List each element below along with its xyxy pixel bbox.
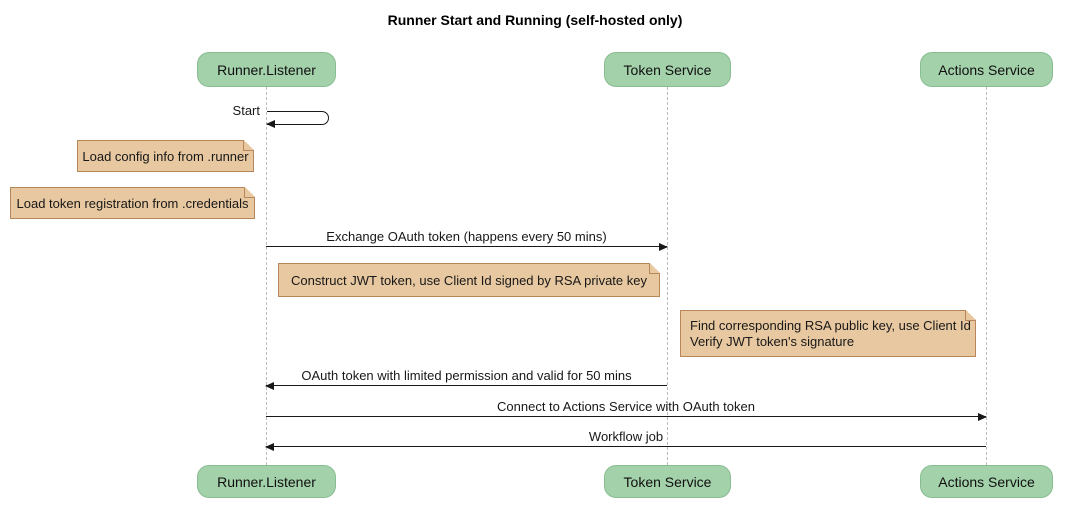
- message-exchange-oauth-token: Exchange OAuth token (happens every 50 m…: [266, 229, 668, 251]
- note-text-line2: Verify JWT token's signature: [690, 333, 855, 349]
- participant-bottom-actions-service: Actions Service: [920, 465, 1053, 498]
- note-text: Load config info from .runner: [82, 148, 249, 164]
- note-fold-corner-icon: [243, 140, 254, 151]
- arrowhead-left-icon: [265, 443, 274, 451]
- participant-label: Actions Service: [938, 473, 1035, 490]
- lifeline-token-service: [667, 87, 668, 465]
- lifeline-actions-service: [986, 87, 987, 465]
- note-fold-corner-icon: [244, 187, 255, 198]
- participant-bottom-runner-listener: Runner.Listener: [197, 465, 336, 498]
- message-label: Exchange OAuth token (happens every 50 m…: [326, 229, 607, 244]
- message-label: Connect to Actions Service with OAuth to…: [497, 399, 755, 414]
- note-text: Construct JWT token, use Client Id signe…: [291, 272, 647, 288]
- message-line: [266, 446, 986, 447]
- message-line: [266, 385, 667, 386]
- arrowhead-right-icon: [659, 243, 668, 251]
- message-connect-actions-service: Connect to Actions Service with OAuth to…: [266, 399, 987, 421]
- participant-top-token-service: Token Service: [604, 52, 731, 87]
- note-text-line1: Find corresponding RSA public key, use C…: [690, 317, 971, 333]
- lifeline-runner-listener: [266, 87, 267, 465]
- note-fold-corner-icon: [649, 263, 660, 274]
- message-label: OAuth token with limited permission and …: [301, 368, 632, 383]
- diagram-title: Runner Start and Running (self-hosted on…: [387, 12, 683, 28]
- participant-label: Runner.Listener: [217, 61, 316, 78]
- arrowhead-left-icon: [265, 382, 274, 390]
- note-load-token-registration: Load token registration from .credential…: [10, 187, 255, 219]
- participant-top-runner-listener: Runner.Listener: [197, 52, 336, 87]
- participant-top-actions-service: Actions Service: [920, 52, 1053, 87]
- participant-label: Token Service: [623, 61, 712, 78]
- note-construct-jwt: Construct JWT token, use Client Id signe…: [278, 263, 660, 297]
- message-label: Workflow job: [588, 429, 664, 444]
- arrowhead-right-icon: [978, 413, 987, 421]
- message-line: [266, 416, 986, 417]
- self-message-label: Start: [232, 103, 260, 118]
- participant-bottom-token-service: Token Service: [604, 465, 731, 498]
- message-workflow-job: Workflow job: [265, 429, 986, 451]
- participant-label: Actions Service: [938, 61, 1035, 78]
- note-verify-jwt: Find corresponding RSA public key, use C…: [680, 310, 976, 357]
- participant-label: Token Service: [623, 473, 712, 490]
- note-text: Load token registration from .credential…: [16, 195, 249, 211]
- note-load-config: Load config info from .runner: [77, 140, 254, 172]
- participant-label: Runner.Listener: [217, 473, 316, 490]
- self-message-arrowhead: [266, 120, 275, 128]
- message-oauth-token-returned: OAuth token with limited permission and …: [265, 368, 667, 390]
- note-fold-corner-icon: [965, 310, 976, 321]
- self-message-arrow: [267, 111, 329, 125]
- message-line: [266, 246, 667, 247]
